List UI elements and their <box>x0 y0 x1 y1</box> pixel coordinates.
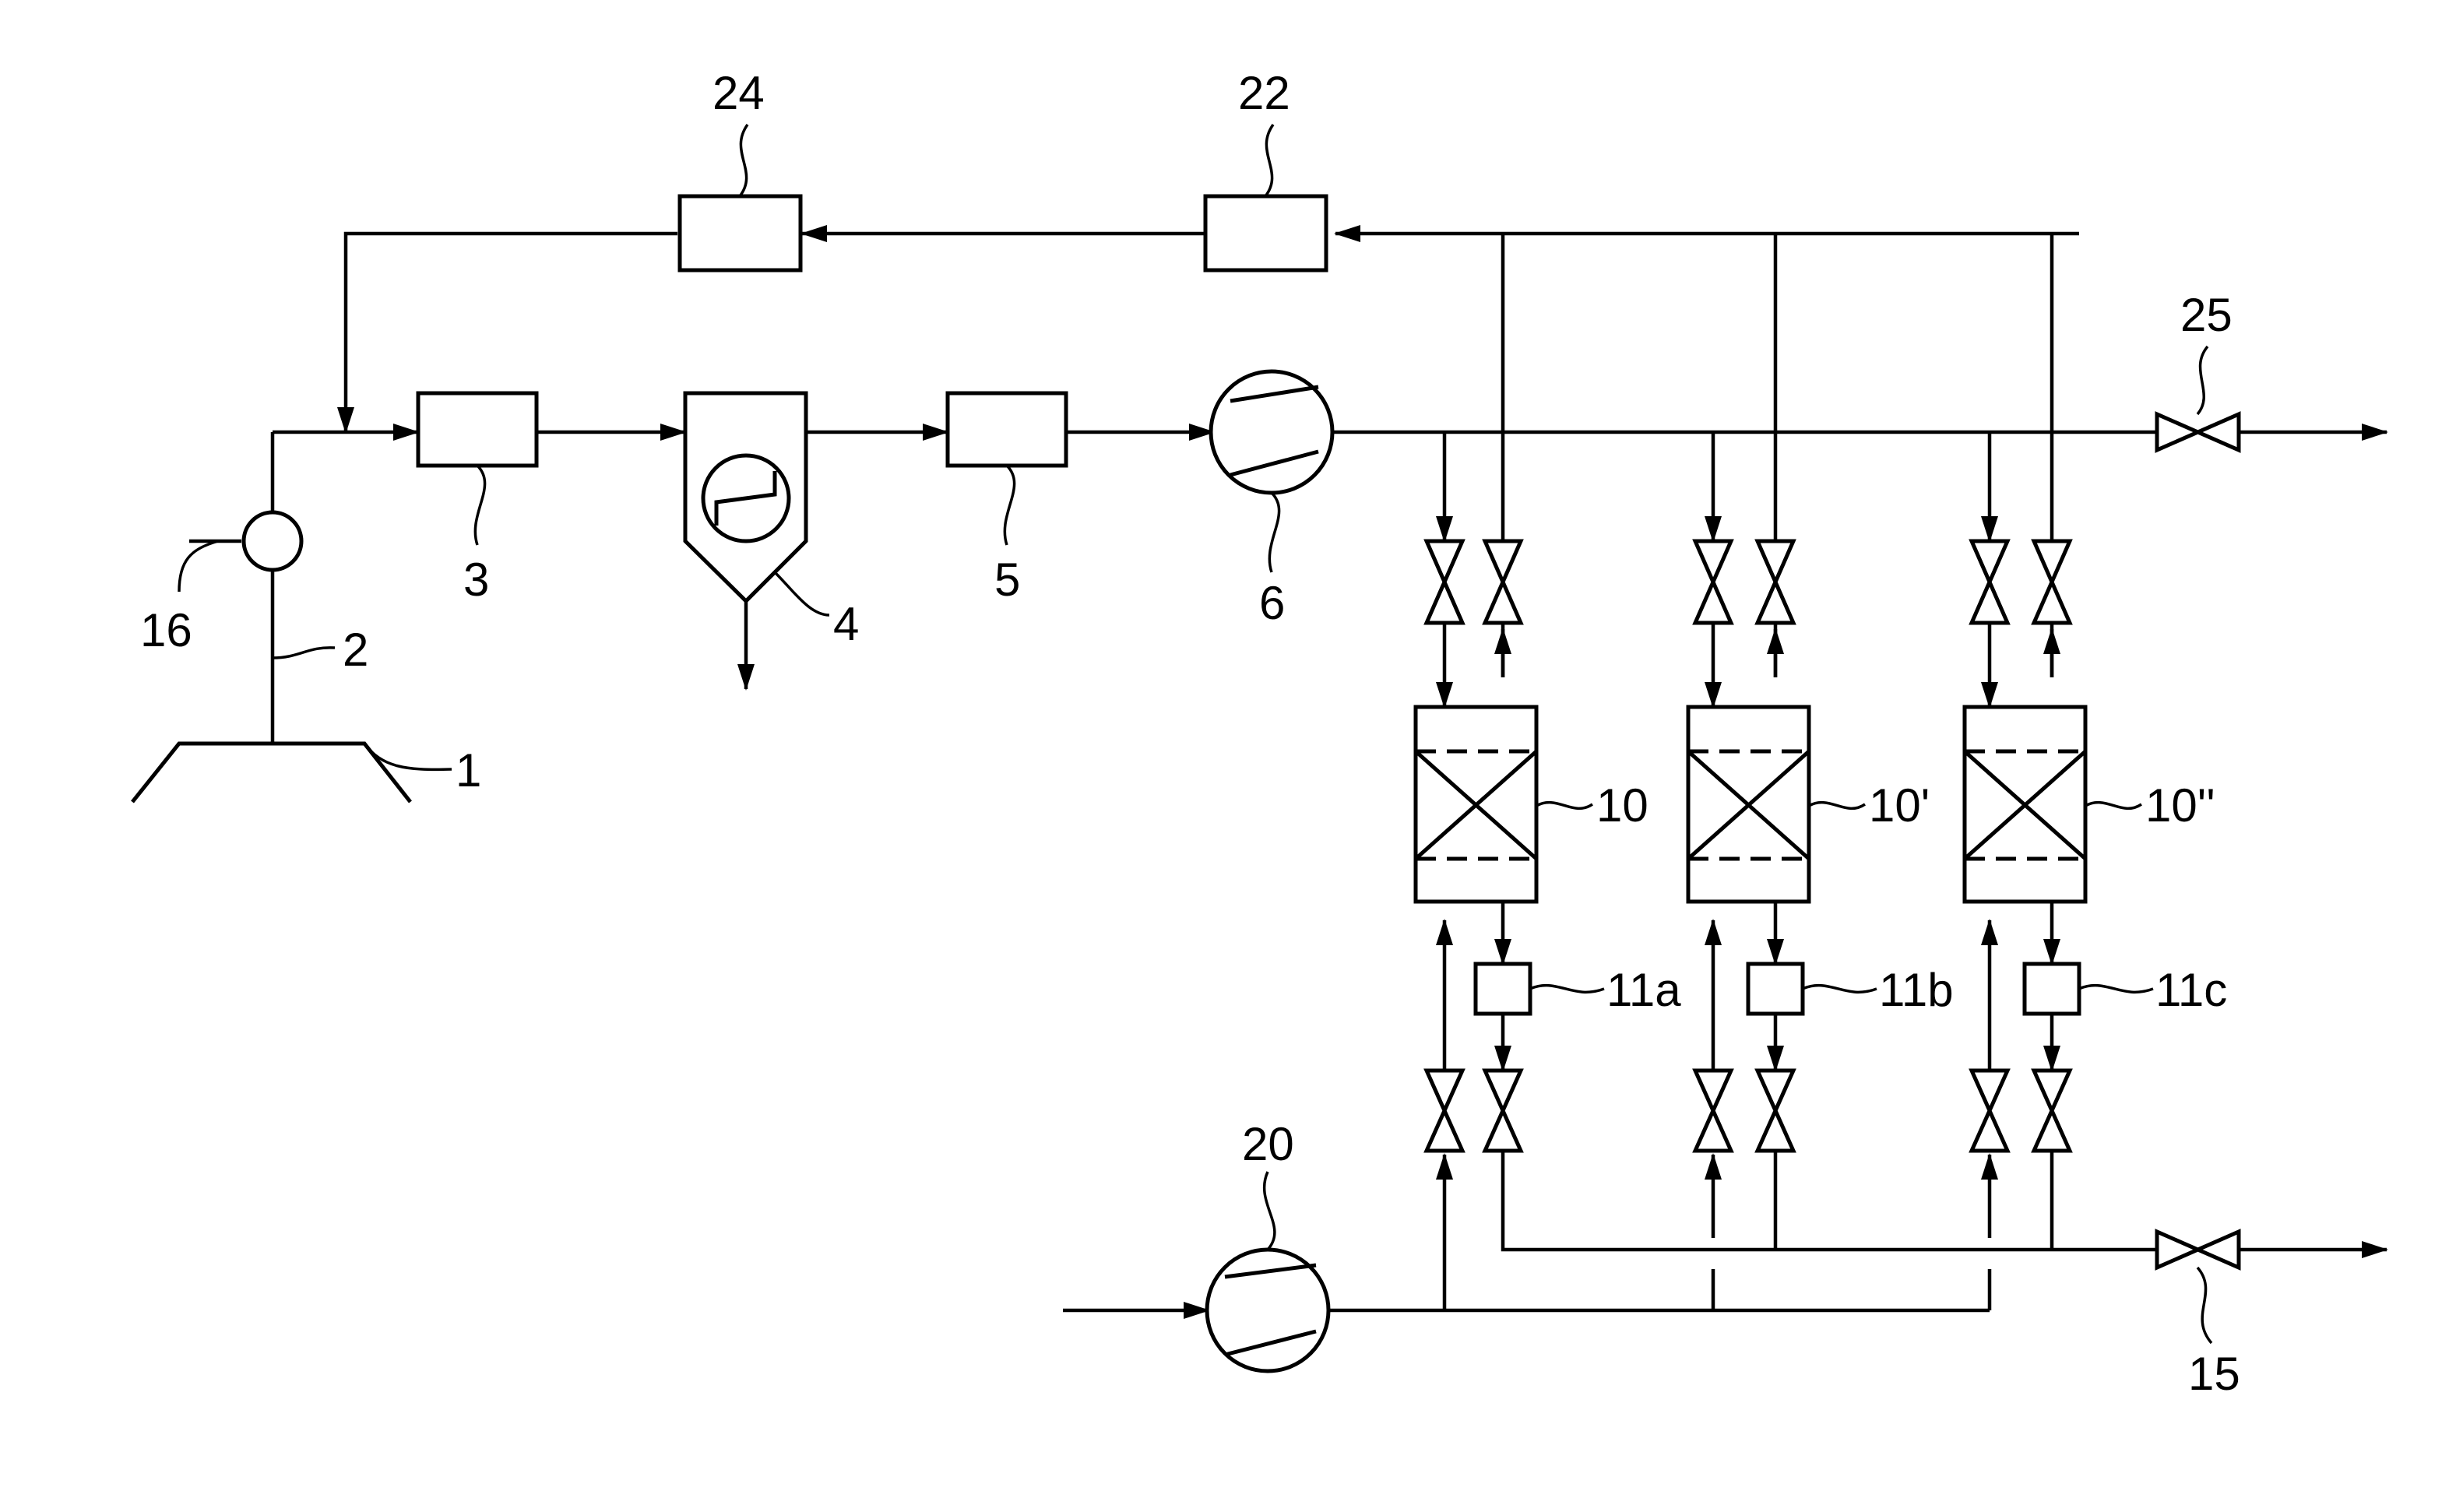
label-24: 24 <box>713 67 765 119</box>
label-1: 1 <box>456 744 481 796</box>
heat-exchanger-4-shape <box>685 393 806 601</box>
label-10pp: 10'' <box>2145 779 2215 832</box>
valve-25-shape <box>2157 414 2239 450</box>
label-16: 16 <box>140 604 192 656</box>
label-15: 15 <box>2188 1348 2240 1400</box>
box-22-shape <box>1205 196 1326 270</box>
column-10-shape <box>1416 707 1536 902</box>
reference-labels: 1 2 3 4 5 6 10 10' 10'' 11a 11b 11c 15 1… <box>140 67 2240 1400</box>
label-5: 5 <box>994 554 1020 606</box>
column-10pp-shape <box>1965 707 2085 902</box>
box-11b-shape <box>1748 964 1803 1014</box>
box-11a-shape <box>1476 964 1530 1014</box>
label-11b: 11b <box>1879 964 1954 1016</box>
label-25: 25 <box>2180 289 2233 341</box>
label-11c: 11c <box>2155 964 2227 1016</box>
label-10: 10 <box>1596 779 1648 832</box>
leader-lines <box>179 125 2211 1343</box>
box-5-shape <box>948 393 1066 466</box>
label-20: 20 <box>1242 1118 1294 1170</box>
box-3-shape <box>418 393 537 466</box>
compressor-20-shape <box>1207 1250 1328 1371</box>
valve-15-shape <box>2157 1232 2239 1268</box>
label-22: 22 <box>1238 67 1290 119</box>
hood-1-shape <box>132 744 410 802</box>
label-4: 4 <box>833 598 859 650</box>
label-10p: 10' <box>1869 779 1930 832</box>
sensor-16-shape <box>244 512 301 570</box>
label-11a: 11a <box>1606 964 1681 1016</box>
label-2: 2 <box>343 624 368 676</box>
label-3: 3 <box>463 554 489 606</box>
box-11c-shape <box>2025 964 2079 1014</box>
label-6: 6 <box>1259 577 1285 629</box>
column-10p-shape <box>1688 707 1809 902</box>
box-24-shape <box>680 196 800 270</box>
compressor-6-shape <box>1211 371 1332 493</box>
